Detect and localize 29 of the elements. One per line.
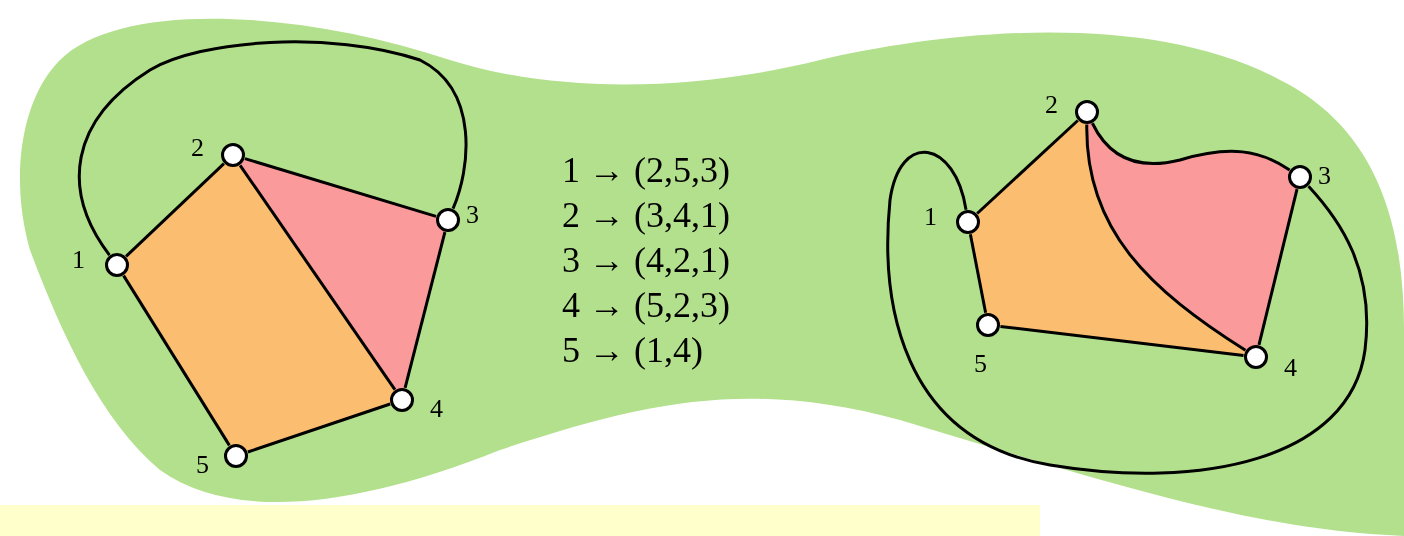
- vertex-number: 1: [72, 247, 85, 273]
- vertex-number: 4: [1284, 355, 1297, 381]
- vertex-number: 2: [191, 135, 204, 161]
- graph-edge: [968, 234, 988, 313]
- vertex-number: 5: [196, 452, 209, 478]
- graph-edge: [78, 40, 468, 256]
- graph-edge: [247, 402, 391, 454]
- graph-edge: [403, 231, 447, 389]
- rotation-line: 4 → (5,2,3): [562, 287, 730, 323]
- graph-edge: [1257, 188, 1299, 346]
- graph-edge: [1091, 122, 1291, 172]
- rotation-line: 5 → (1,4): [562, 332, 703, 368]
- graph-edge: [976, 119, 1079, 215]
- vertex-number: 4: [430, 396, 443, 422]
- vertex-number: 5: [974, 351, 987, 377]
- graph-edge: [125, 162, 225, 258]
- graph-edge: [1000, 325, 1244, 357]
- vertex-number: 1: [924, 204, 937, 230]
- vertex-number: 3: [466, 202, 479, 228]
- graph-edge: [122, 274, 231, 447]
- graph-edge: [886, 151, 1369, 475]
- graph-edge: [244, 157, 437, 218]
- graph-edge: [238, 164, 397, 391]
- rotation-line: 2 → (3,4,1): [562, 197, 730, 233]
- rotation-line: 3 → (4,2,1): [562, 242, 730, 278]
- rotation-line: 1 → (2,5,3): [562, 152, 730, 188]
- graph-edge: [1085, 124, 1247, 352]
- vertex-number: 3: [1318, 163, 1331, 189]
- vertex-number: 2: [1045, 92, 1058, 118]
